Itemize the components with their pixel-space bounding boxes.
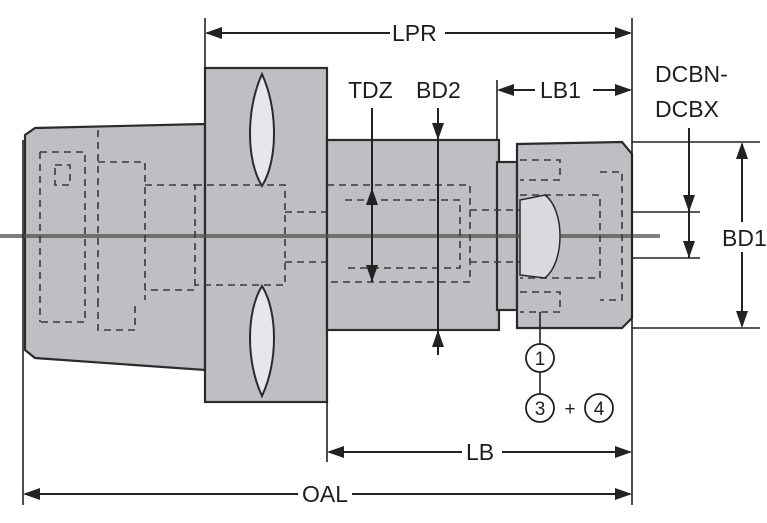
- tdz-label: TDZ: [348, 77, 393, 103]
- dcbn-label: DCBN-: [655, 61, 728, 87]
- oal-label: OAL: [302, 481, 348, 507]
- collet-bore: [519, 194, 561, 279]
- bd2-dimension: BD2: [416, 77, 461, 355]
- lb1-label: LB1: [540, 77, 581, 103]
- oal-dimension: OAL: [23, 481, 632, 507]
- lb-dimension: LB: [327, 439, 632, 465]
- drive-slot-top: [249, 71, 275, 188]
- taper-shank: [23, 122, 207, 372]
- callout-1: 1: [535, 349, 546, 370]
- callout-4: 4: [594, 399, 605, 420]
- lb1-dimension: LB1: [497, 77, 632, 103]
- tdz-dimension: TDZ: [348, 77, 393, 282]
- callouts: 1 3 + 4: [525, 312, 614, 423]
- hidden-features: [39, 130, 623, 331]
- callout-plus: +: [564, 399, 575, 420]
- callout-3-circle: [525, 393, 555, 423]
- lb-label: LB: [466, 439, 494, 465]
- drive-slot-bottom: [249, 284, 275, 399]
- callout-3: 3: [535, 399, 546, 420]
- bd1-dimension: BD1: [722, 142, 767, 328]
- lpr-label: LPR: [392, 20, 437, 46]
- lpr-dimension: LPR: [205, 20, 632, 46]
- bd1-label: BD1: [722, 225, 767, 251]
- callout-4-circle: [584, 393, 614, 423]
- dcbx-label: DCBX: [655, 96, 719, 122]
- dcbn-dcbx-dimension: DCBN- DCBX: [655, 61, 728, 258]
- bd2-label: BD2: [416, 77, 461, 103]
